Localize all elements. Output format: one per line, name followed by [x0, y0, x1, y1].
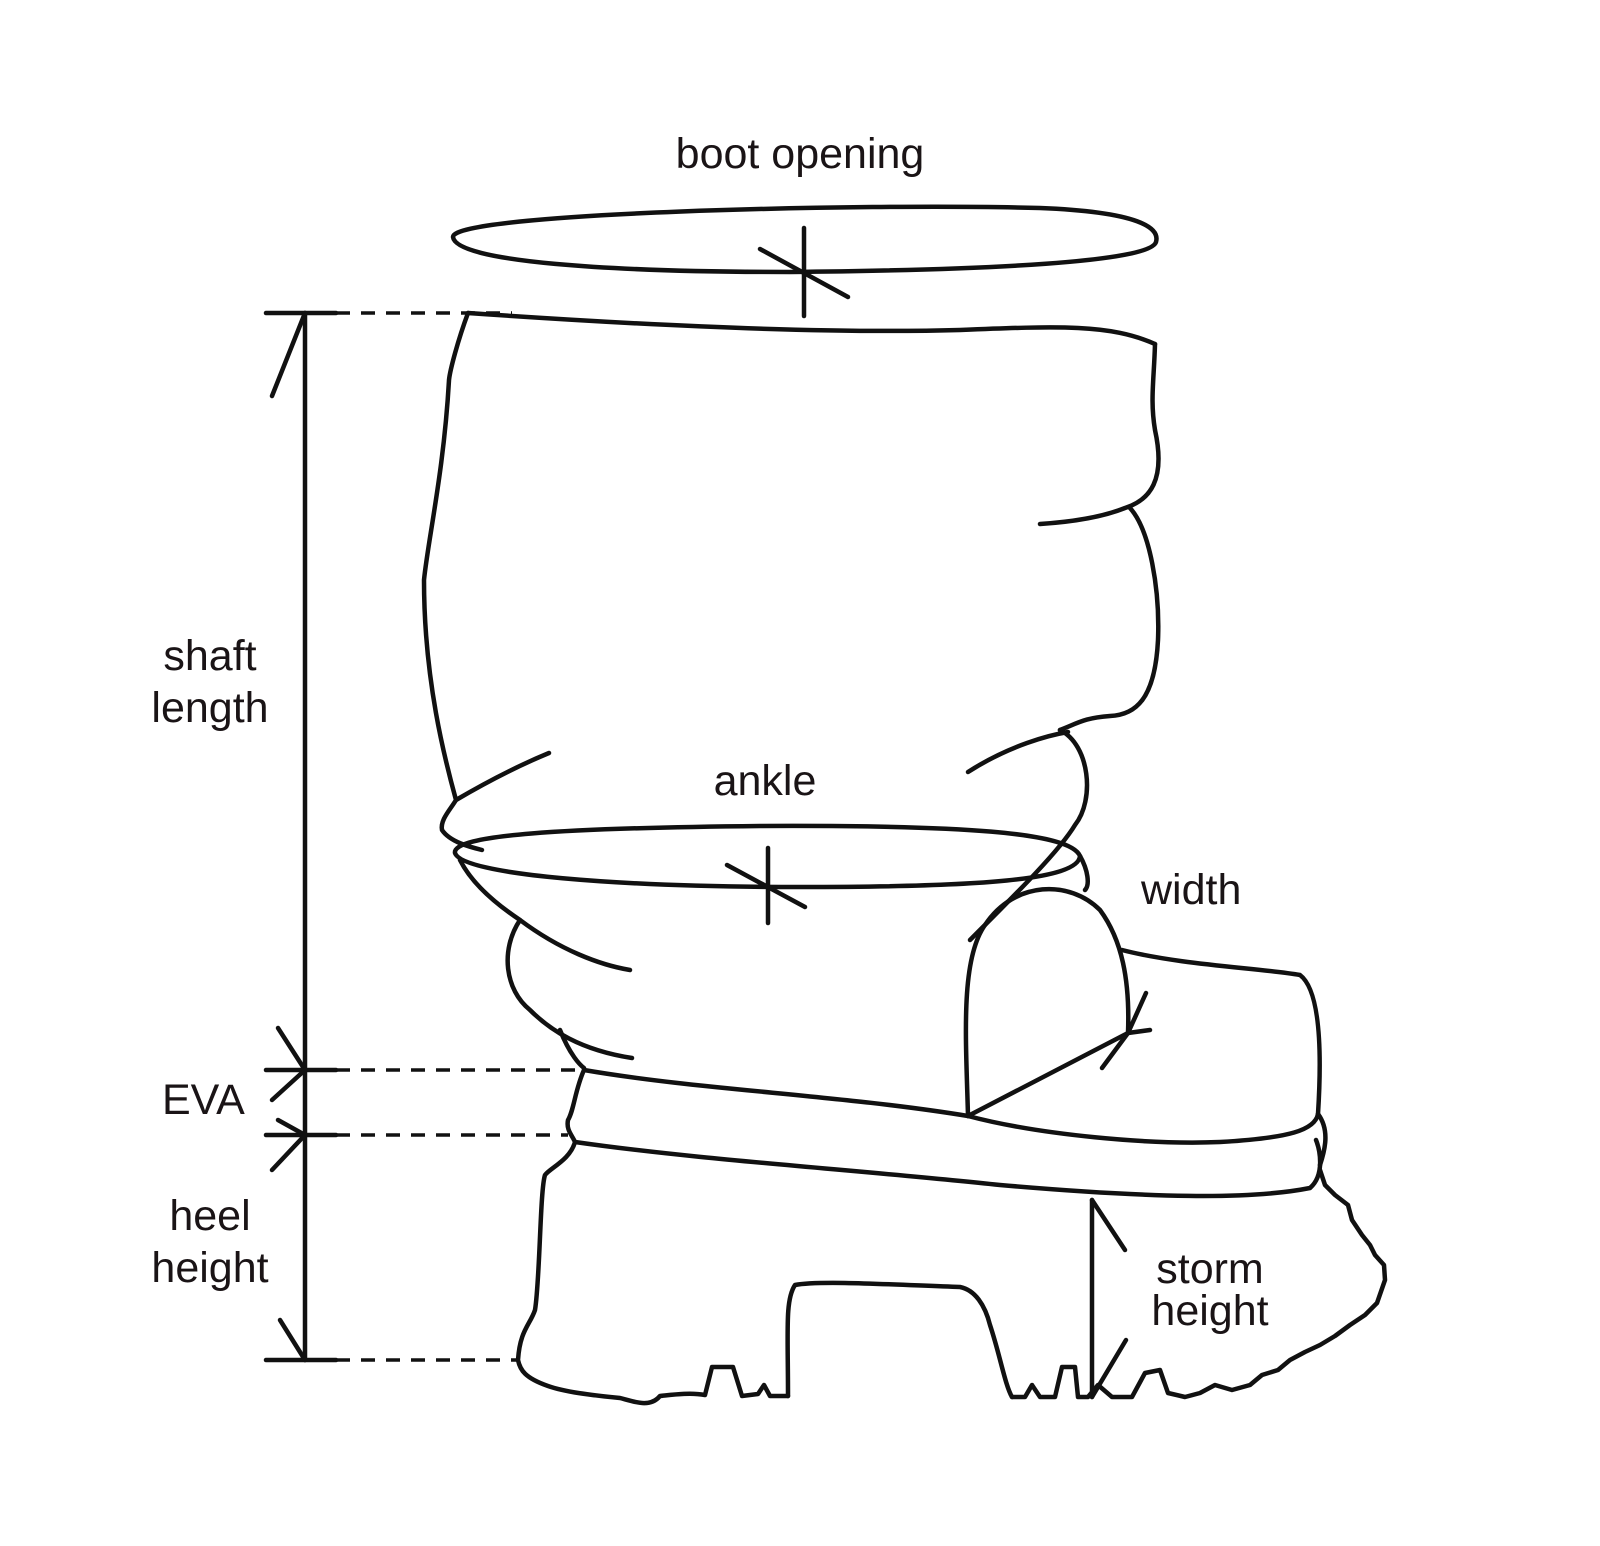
label-shaft-length-line2: length: [151, 684, 269, 732]
label-heel-height: heel height: [130, 1190, 290, 1294]
boot-shaft: [421, 310, 1161, 943]
label-ankle: ankle: [680, 755, 850, 807]
label-boot-opening: boot opening: [630, 128, 970, 180]
label-eva: EVA: [162, 1074, 245, 1126]
label-shaft-length-line1: shaft: [163, 632, 257, 680]
label-shaft-length: shaft length: [130, 630, 290, 734]
boot-ankle-puffs: [457, 853, 1090, 1071]
label-boot-opening-text: boot opening: [675, 130, 925, 178]
label-width-text: width: [1141, 866, 1242, 914]
label-storm-height-line1: storm: [1156, 1245, 1264, 1293]
left-measurement-line: [263, 310, 339, 1363]
boot-eva-band: [565, 1067, 1328, 1199]
label-ankle-text: ankle: [713, 757, 817, 805]
label-storm-height: storm height: [1130, 1245, 1290, 1335]
label-heel-height-line2: height: [151, 1244, 269, 1292]
label-heel-height-line1: heel: [169, 1192, 251, 1240]
label-storm-height-line2: height: [1151, 1287, 1269, 1335]
label-width: width: [1141, 864, 1241, 916]
label-eva-text: EVA: [162, 1076, 245, 1124]
ankle-indicator: [452, 823, 1083, 926]
dashed-reference-lines: [336, 311, 584, 1362]
storm-height-arrow: [1089, 1197, 1129, 1400]
boot-outsole: [515, 1139, 1388, 1406]
boot-opening-indicator: [450, 204, 1159, 319]
boot-toe-box: [963, 886, 1322, 1119]
